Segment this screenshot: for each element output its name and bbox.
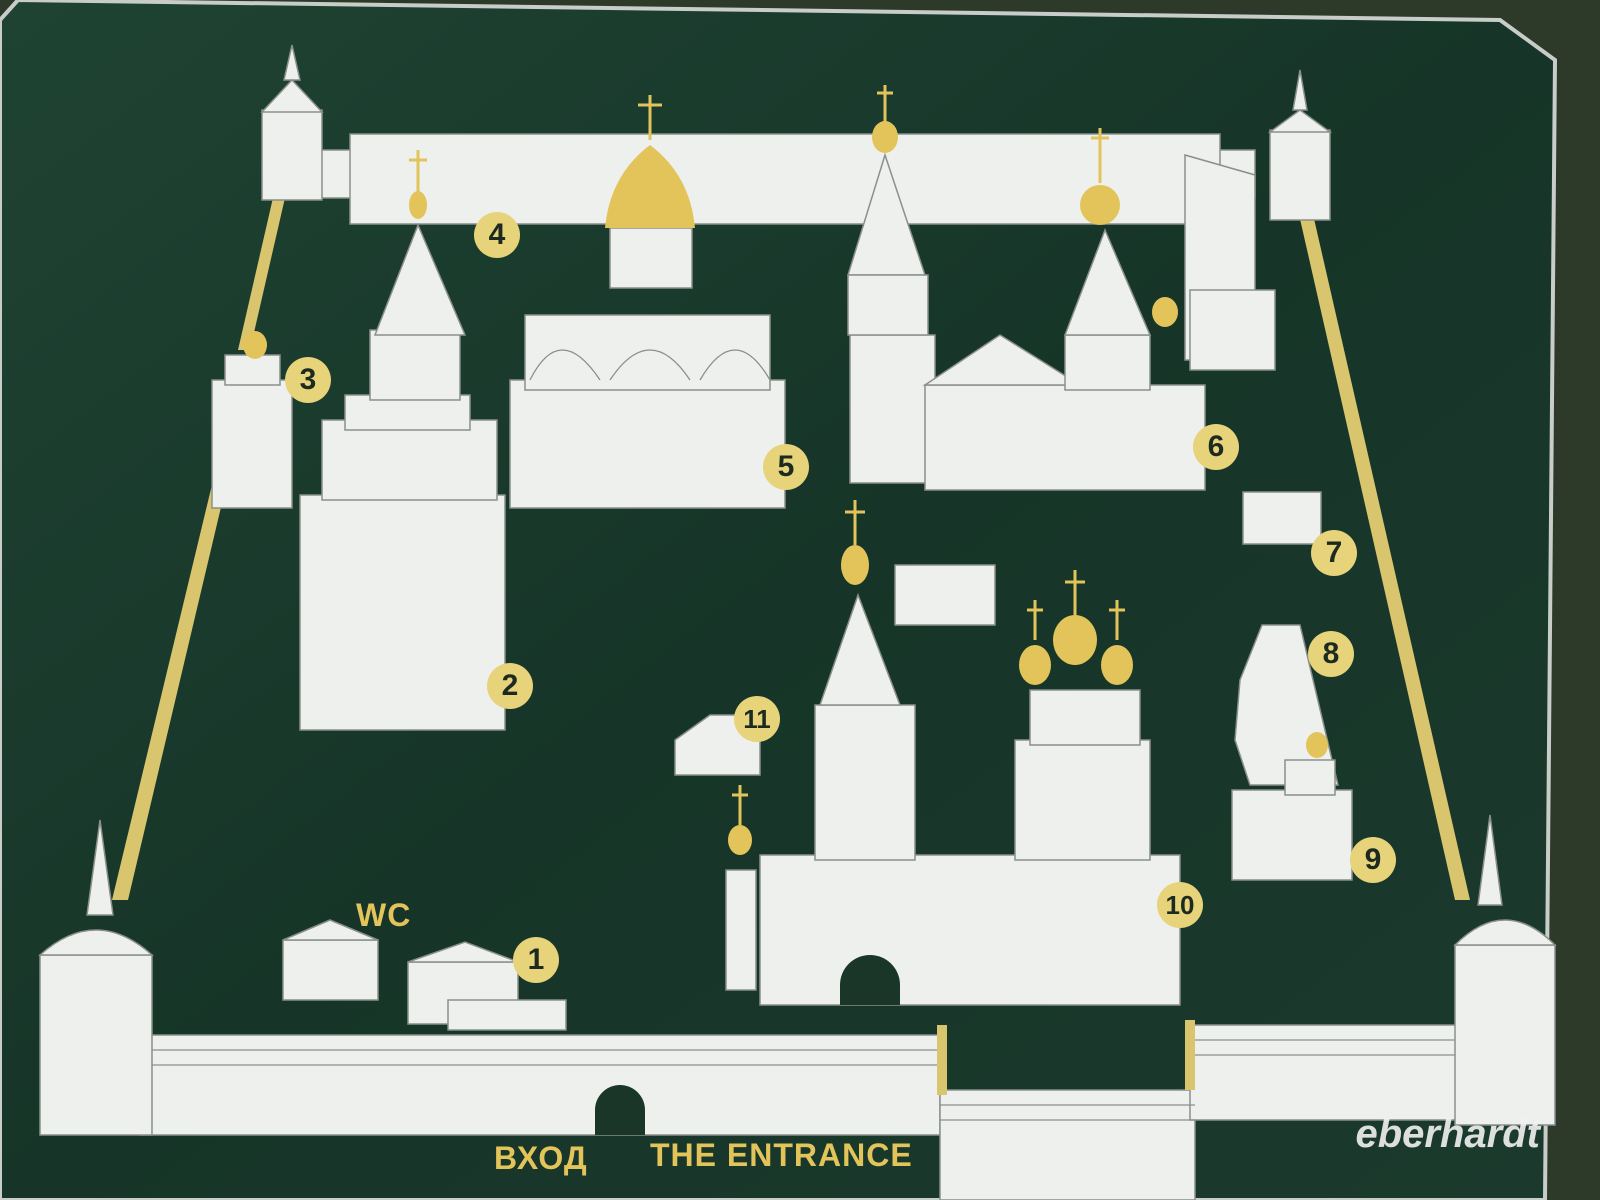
building-7 — [1242, 491, 1322, 545]
map-marker-4: 4 — [474, 212, 520, 258]
map-marker-6: 6 — [1193, 424, 1239, 470]
map-marker-11: 11 — [734, 696, 780, 742]
map-marker-9: 9 — [1350, 837, 1396, 883]
map-marker-7: 7 — [1311, 530, 1357, 576]
tower-northwest — [260, 44, 324, 201]
west-wall — [112, 410, 244, 900]
south-wall — [139, 1020, 1461, 1200]
map-marker-1: 1 — [513, 937, 559, 983]
map-marker-8: 8 — [1308, 631, 1354, 677]
tower-northeast — [1267, 69, 1333, 221]
building-6-complex — [846, 85, 1206, 491]
building-1 — [407, 941, 567, 1031]
building-4-cells — [314, 133, 1276, 371]
map-marker-5: 5 — [763, 444, 809, 490]
building-2-bell-tower — [299, 150, 506, 731]
building-10-church — [725, 500, 1181, 1006]
building-5-cathedral — [509, 95, 786, 509]
east-wall — [1290, 175, 1470, 900]
entrance-label-en: THE ENTRANCE — [650, 1137, 913, 1173]
tower-southwest — [38, 819, 154, 1136]
building-wc-roof — [282, 919, 379, 941]
map-marker-3: 3 — [285, 357, 331, 403]
map-marker-2: 2 — [487, 663, 533, 709]
photographer-watermark: eberhardt — [1355, 1112, 1541, 1156]
map-marker-10: 10 — [1157, 882, 1203, 928]
building-unnamed — [894, 564, 996, 626]
building-9-chapel — [1231, 732, 1353, 881]
building-3-tower — [211, 331, 293, 509]
wc-label: WC — [356, 897, 412, 933]
building-wc — [282, 939, 379, 1001]
entrance-label-ru: ВХОД — [494, 1140, 588, 1176]
tower-southeast — [1453, 814, 1557, 1126]
